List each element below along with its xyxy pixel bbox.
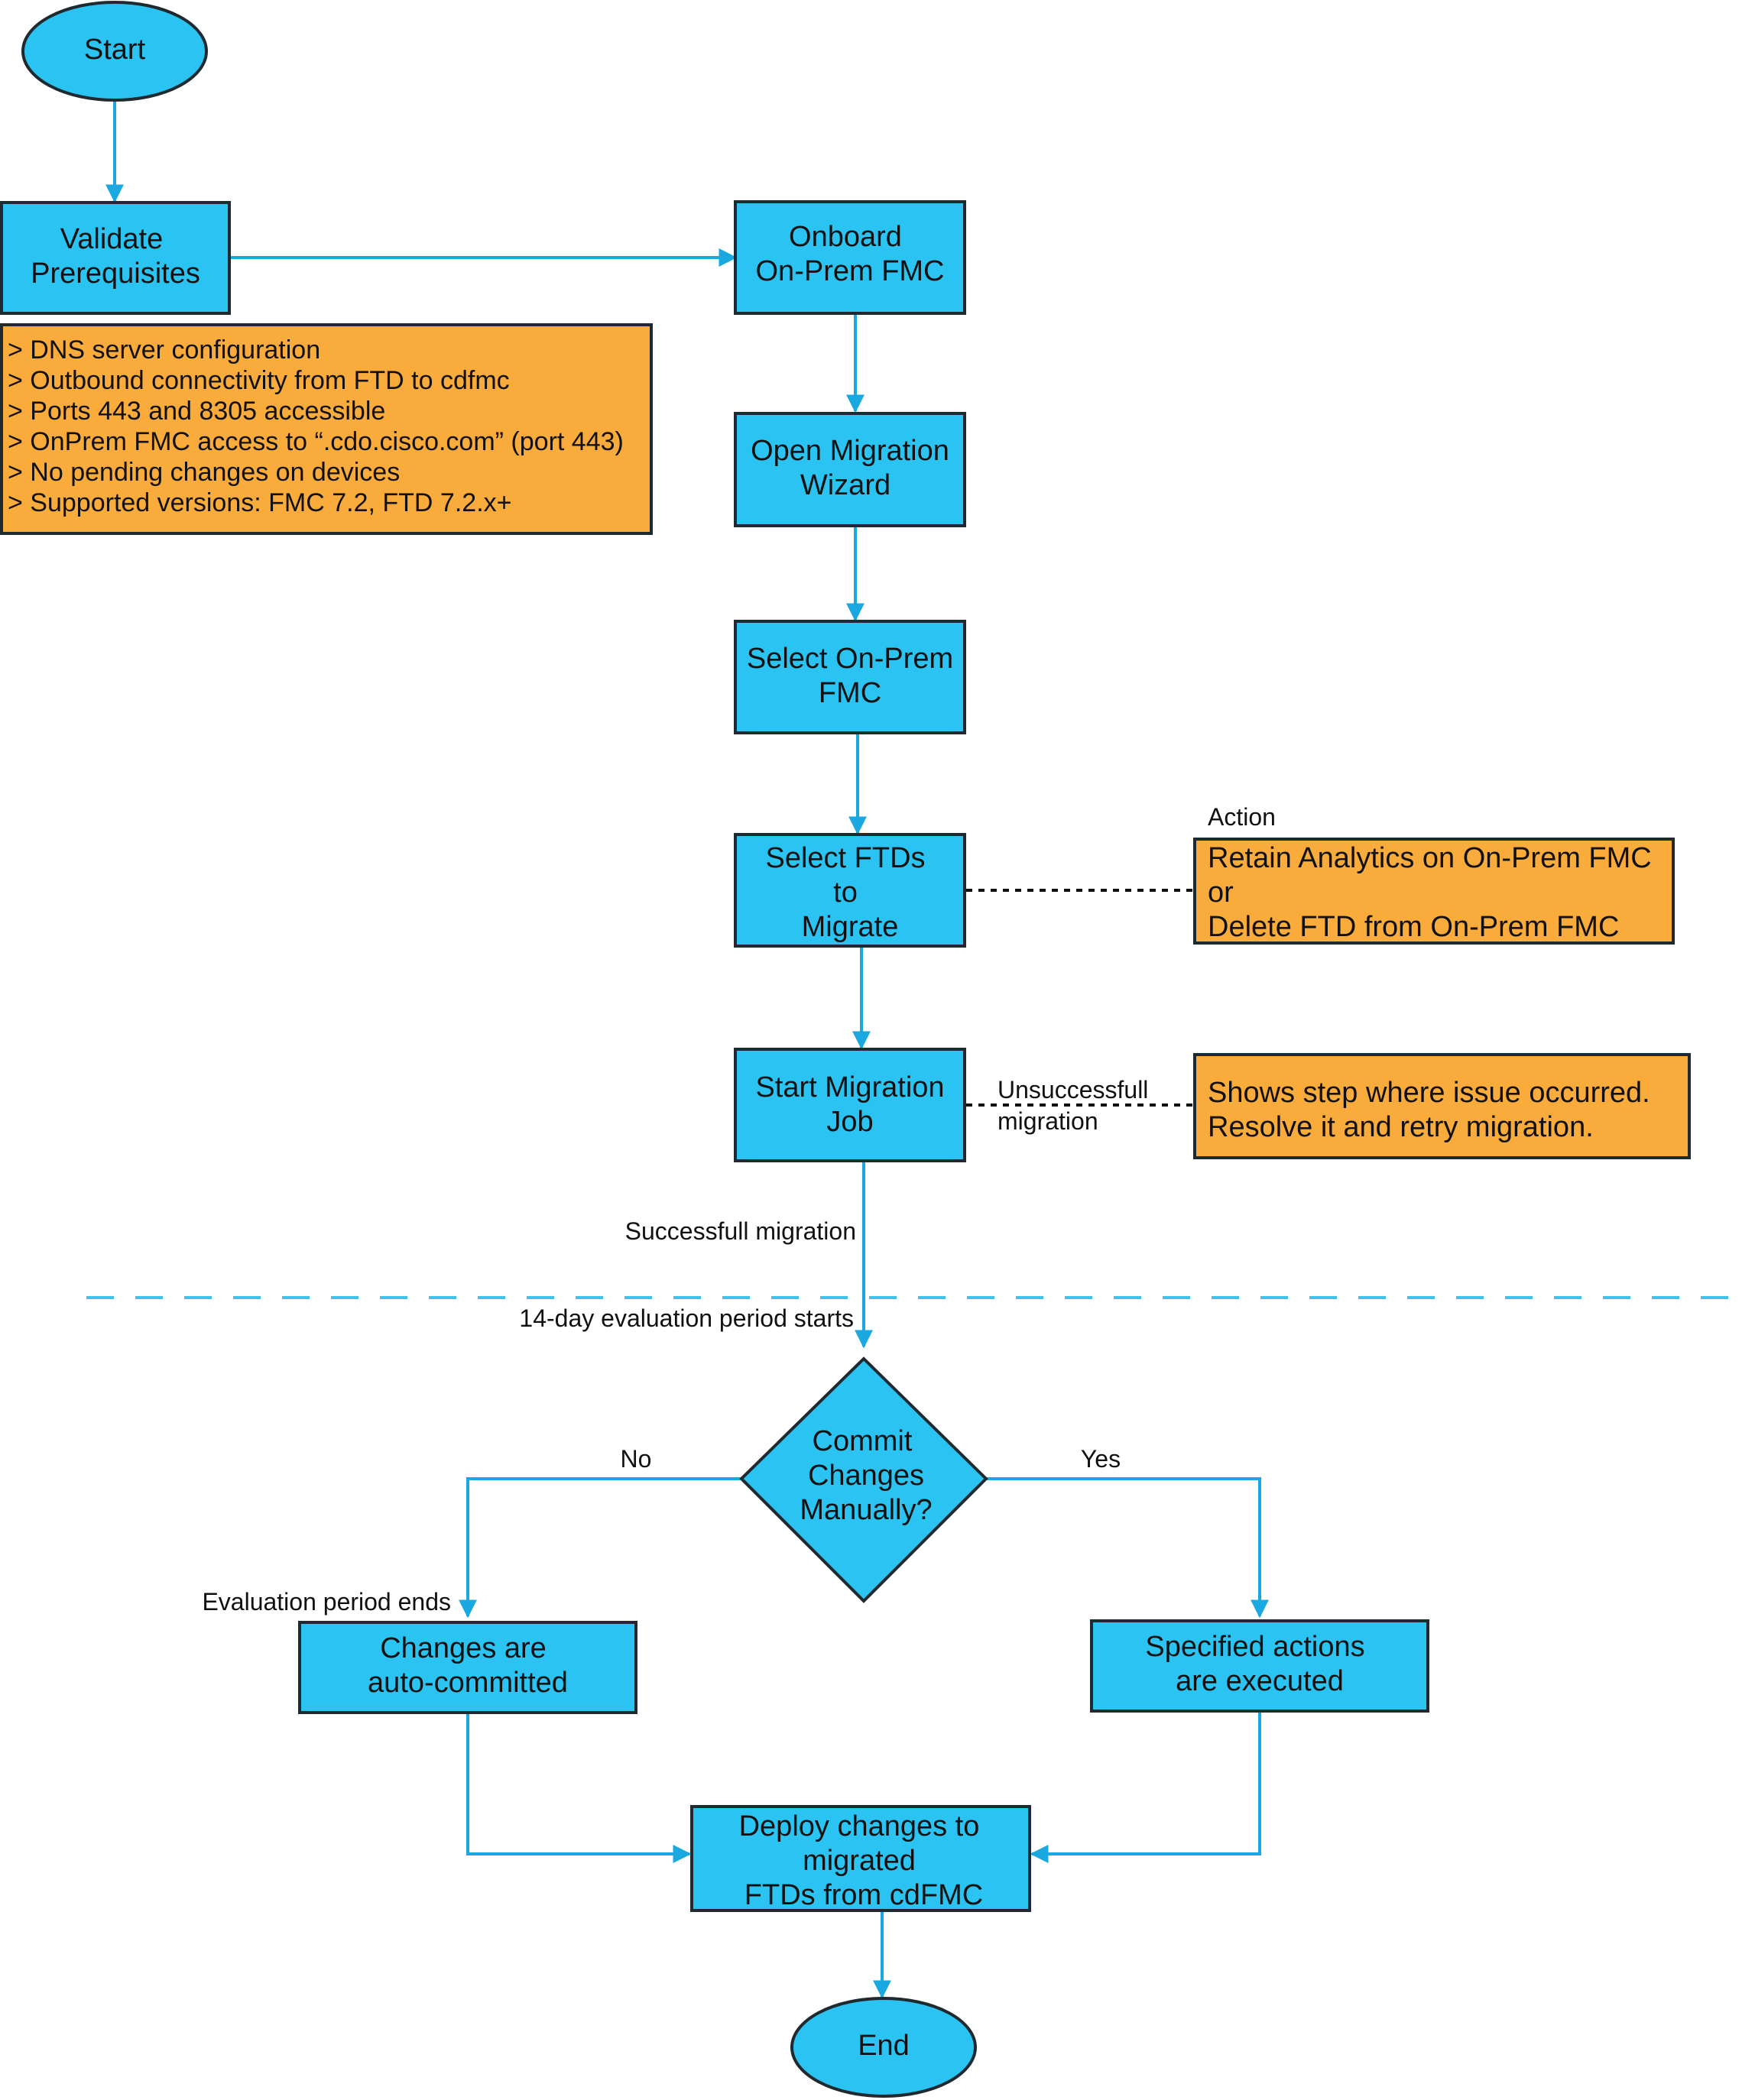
- select-ftds-label-line-2: to: [833, 877, 858, 909]
- prerequisite-item: > No pending changes on devices: [8, 458, 400, 487]
- connectors: [86, 102, 1742, 1999]
- unsuccessful-label-line-2: migration: [998, 1107, 1098, 1135]
- start-job-label-line-2: Job: [826, 1106, 873, 1138]
- open-migration-wizard-node: Open Migration Wizard: [734, 412, 966, 527]
- arrow-executed-to-deploy: [1030, 1713, 1261, 1863]
- select-ftds-label-line-3: Migrate: [802, 911, 899, 943]
- select-on-prem-fmc-node: Select On-Prem FMC: [734, 620, 966, 734]
- executed-label-line-1: Specified actions: [1145, 1631, 1364, 1663]
- prerequisite-item: > Outbound connectivity from FTD to cdfm…: [8, 366, 510, 395]
- prerequisite-item: > Ports 443 and 8305 accessible: [8, 397, 385, 426]
- prerequisite-item: > DNS server configuration: [8, 335, 320, 365]
- onboard-label-line-2: On-Prem FMC: [756, 255, 945, 287]
- failure-line-2: Resolve it and retry migration.: [1208, 1111, 1594, 1143]
- arrow-auto-committed-to-deploy: [466, 1713, 692, 1863]
- unsuccessful-label-line-1: Unsuccessfull: [998, 1076, 1148, 1103]
- end-label: End: [858, 2030, 910, 2062]
- start-node: Start: [21, 1, 208, 102]
- prerequisite-item: > Supported versions: FMC 7.2, FTD 7.2.x…: [8, 488, 512, 517]
- actions-executed-node: Specified actions are executed: [1090, 1619, 1429, 1713]
- action-line-1: Retain Analytics on On-Prem FMC: [1208, 842, 1652, 874]
- deploy-label-line-1: Deploy changes to: [739, 1810, 980, 1842]
- end-node: End: [790, 1997, 977, 2098]
- executed-label-line-2: are executed: [1176, 1665, 1344, 1697]
- evaluation-start-label: 14-day evaluation period starts: [519, 1304, 854, 1332]
- deploy-label-line-2: migrated: [803, 1845, 916, 1877]
- decision-label-line-3: Manually?: [800, 1494, 932, 1526]
- select-ftds-node: Select FTDs to Migrate: [734, 833, 966, 948]
- select-fmc-label-line-1: Select On-Prem: [747, 643, 953, 675]
- deploy-label-line-3: FTDs from cdFMC: [744, 1879, 983, 1911]
- arrow-decision-yes: [986, 1477, 1269, 1619]
- yes-branch-label: Yes: [1081, 1445, 1121, 1473]
- auto-committed-label-line-1: Changes are: [380, 1632, 547, 1664]
- action-line-3: Delete FTD from On-Prem FMC: [1208, 911, 1619, 943]
- no-branch-label: No: [621, 1445, 652, 1473]
- decision-label-line-2: Changes: [808, 1460, 924, 1492]
- successful-migration-label: Successfull migration: [625, 1217, 856, 1245]
- arrow-decision-no: [459, 1477, 741, 1619]
- select-fmc-label-line-2: FMC: [819, 677, 881, 709]
- prerequisite-item: > OnPrem FMC access to “.cdo.cisco.com” …: [8, 427, 624, 456]
- auto-committed-label-line-2: auto-committed: [368, 1667, 568, 1699]
- failure-note: Unsuccessfull migration Shows step where…: [998, 1053, 1691, 1159]
- action-line-2: or: [1208, 877, 1234, 909]
- start-label: Start: [84, 34, 146, 66]
- deploy-changes-node: Deploy changes to migrated FTDs from cdF…: [690, 1805, 1031, 1912]
- wizard-label-line-2: Wizard: [800, 469, 890, 501]
- onboard-label-line-1: Onboard: [789, 221, 902, 253]
- onboard-fmc-node: Onboard On-Prem FMC: [734, 200, 966, 315]
- auto-committed-node: Changes are auto-committed: [298, 1621, 637, 1714]
- wizard-label-line-1: Open Migration: [751, 435, 949, 467]
- start-job-label-line-1: Start Migration: [755, 1071, 944, 1103]
- action-note: Action Retain Analytics on On-Prem FMC o…: [1193, 803, 1675, 945]
- failure-line-1: Shows step where issue occurred.: [1208, 1077, 1650, 1109]
- start-migration-job-node: Start Migration Job: [734, 1048, 966, 1162]
- action-heading: Action: [1208, 803, 1276, 831]
- evaluation-end-label: Evaluation period ends: [202, 1588, 451, 1616]
- validate-prerequisites-node: Validate Prerequisites: [0, 201, 231, 315]
- validate-label-line-1: Validate: [60, 223, 164, 255]
- prerequisites-note: > DNS server configuration > Outbound co…: [0, 323, 653, 535]
- validate-label-line-2: Prerequisites: [31, 258, 200, 290]
- commit-decision-node: Commit Changes Manually?: [739, 1356, 988, 1603]
- decision-label-line-1: Commit: [813, 1425, 913, 1457]
- select-ftds-label-line-1: Select FTDs: [765, 842, 925, 874]
